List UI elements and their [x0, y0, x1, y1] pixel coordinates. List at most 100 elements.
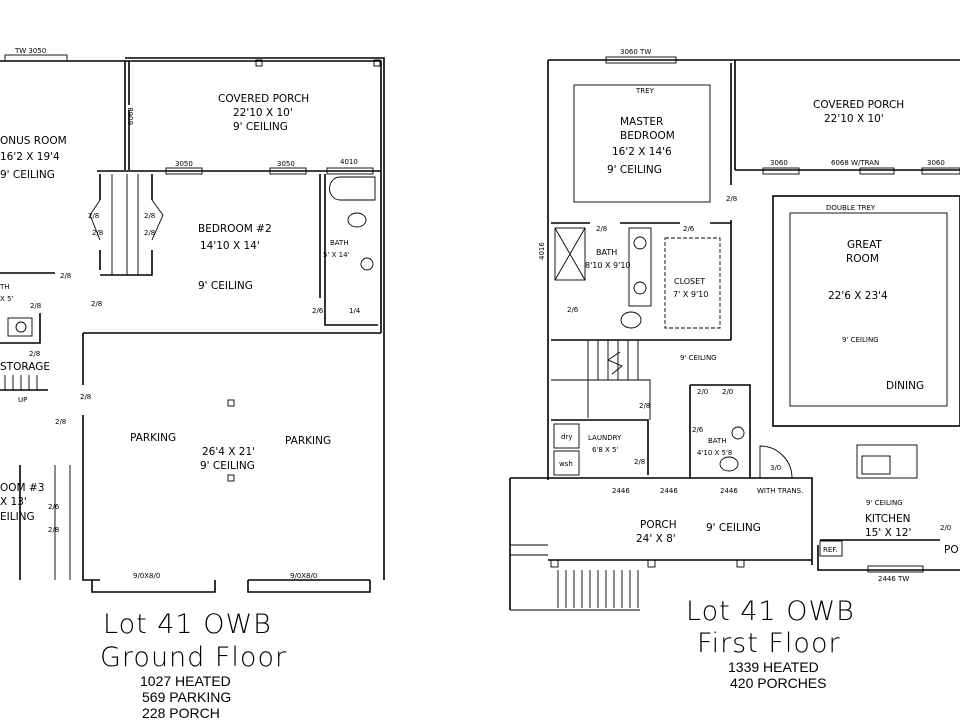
- door-label: 2/6: [312, 307, 324, 315]
- porch-post: [647, 559, 656, 568]
- trey-ceiling: [573, 84, 711, 203]
- sink-icon: [15, 321, 27, 333]
- door-label: 2/8: [88, 212, 99, 220]
- room-name: MASTER: [620, 116, 663, 128]
- door-label: 2/8: [91, 300, 102, 308]
- door-label: 3/0: [770, 464, 781, 472]
- room-size: 16'2 X 14'6: [612, 146, 672, 158]
- wall: [0, 272, 381, 581]
- plan-subtitle: Ground Floor: [100, 642, 287, 673]
- room-ceiling: 9' CEILING: [680, 354, 717, 362]
- window: [326, 167, 374, 175]
- door-label: 6068: [127, 107, 135, 125]
- door-label: 2/8: [48, 526, 59, 534]
- window-label: TW 3050: [14, 47, 46, 55]
- shower-icon: [554, 227, 586, 281]
- room-name: PORCH: [640, 519, 677, 531]
- stairs: [4, 375, 71, 580]
- room-ceiling: 9' CEILING: [607, 164, 662, 176]
- appliance-label: wsh: [559, 460, 573, 468]
- kitchen-sink: [856, 444, 918, 479]
- window-label: 3050: [277, 160, 295, 168]
- stairs-label: UP: [18, 396, 27, 404]
- room-name: LAUNDRY: [588, 434, 622, 442]
- room-size: 7' X 9'10: [673, 290, 708, 299]
- door-label: 2/6: [567, 306, 579, 314]
- room-size: 5' X 14': [323, 251, 350, 259]
- porch-post: [736, 559, 745, 568]
- closet-doors: [89, 174, 164, 275]
- room-size: X 13': [0, 496, 27, 508]
- door-label: 2/8: [596, 225, 607, 233]
- post-marker: [227, 399, 235, 407]
- room-size: 22'10 X 10': [233, 107, 293, 119]
- room-size: 8'10 X 9'10: [585, 261, 631, 270]
- sink-icon: [360, 257, 374, 271]
- room-name: BEDROOM: [620, 130, 675, 142]
- window: [859, 167, 895, 175]
- window-label: 2446: [660, 487, 678, 495]
- room-name: ROOM: [846, 253, 879, 265]
- door-label: 2/0: [722, 388, 733, 396]
- wall: [817, 539, 960, 571]
- room-size: 15' X 12': [865, 527, 911, 539]
- room-ceiling: 9' CEILING: [866, 499, 903, 507]
- room-size: 4'10 X 5'8: [697, 449, 732, 457]
- room-size: 26'4 X 21': [202, 446, 255, 458]
- door-label: 2/8: [92, 229, 103, 237]
- room-size: 16'2 X 19'4: [0, 151, 60, 163]
- room-name: ONUS ROOM: [0, 135, 67, 147]
- room-name: PO: [944, 544, 959, 556]
- area-stat: 569 PARKING: [142, 689, 231, 705]
- door-swing: [759, 445, 793, 479]
- room-name: PARKING: [285, 435, 331, 447]
- wall: [97, 170, 381, 326]
- stair-break: [607, 351, 623, 375]
- area-stat: 228 PORCH: [142, 705, 220, 720]
- area-stat: 1027 HEATED: [140, 673, 231, 689]
- door-label: 2/8: [639, 402, 650, 410]
- room-name: CLOSET: [674, 277, 705, 286]
- window-tw3050: [4, 54, 68, 62]
- window: [921, 167, 960, 175]
- double-trey-inner: [789, 212, 948, 407]
- garage-door-label: 9/0X8/0: [290, 572, 317, 580]
- first-floor-plan: 3060 TW 3060 6068 W/TRAN 3060 2/8 2/8 2/…: [509, 48, 960, 691]
- door-label: 6068 W/TRAN: [831, 159, 879, 167]
- room-ceiling: 9' CEILING: [233, 121, 288, 133]
- ceiling-label: DOUBLE TREY: [826, 204, 876, 212]
- door-label: WITH TRANS.: [757, 487, 803, 495]
- room-ceiling: EILING: [0, 511, 35, 523]
- ceiling-label: TREY: [635, 87, 655, 95]
- room-name: COVERED PORCH: [813, 99, 904, 111]
- room-name: KITCHEN: [865, 513, 911, 525]
- room-name: BATH: [708, 437, 727, 445]
- door-label: 2/6: [48, 503, 60, 511]
- porch-post: [550, 559, 559, 568]
- door-label: 2/8: [726, 195, 737, 203]
- room-name: PARKING: [130, 432, 176, 444]
- garage-door-label: 9/0X8/0: [133, 572, 160, 580]
- toilet-icon: [620, 311, 642, 329]
- plan-subtitle: First Floor: [697, 628, 841, 659]
- room-name: COVERED PORCH: [218, 93, 309, 105]
- room-name: STORAGE: [0, 361, 50, 373]
- window-label: 3060: [927, 159, 945, 167]
- post-marker: [227, 474, 235, 482]
- sink-icon: [633, 281, 647, 295]
- room-name: TH: [0, 283, 10, 291]
- window-label: 2446 TW: [878, 575, 909, 583]
- sink-icon: [7, 317, 33, 337]
- sink-icon: [861, 455, 891, 475]
- door-label: 2/8: [144, 229, 155, 237]
- closet-shelf: [664, 237, 721, 329]
- room-size: 24' X 8': [636, 533, 676, 545]
- stairs: [551, 340, 651, 420]
- post-marker: [255, 59, 263, 67]
- room-name: GREAT: [847, 239, 882, 251]
- appliance-label: REF.: [823, 546, 837, 554]
- toilet-icon: [347, 212, 367, 228]
- room-ceiling: 9' CEILING: [200, 460, 255, 472]
- room-name: BEDROOM #2: [198, 223, 272, 235]
